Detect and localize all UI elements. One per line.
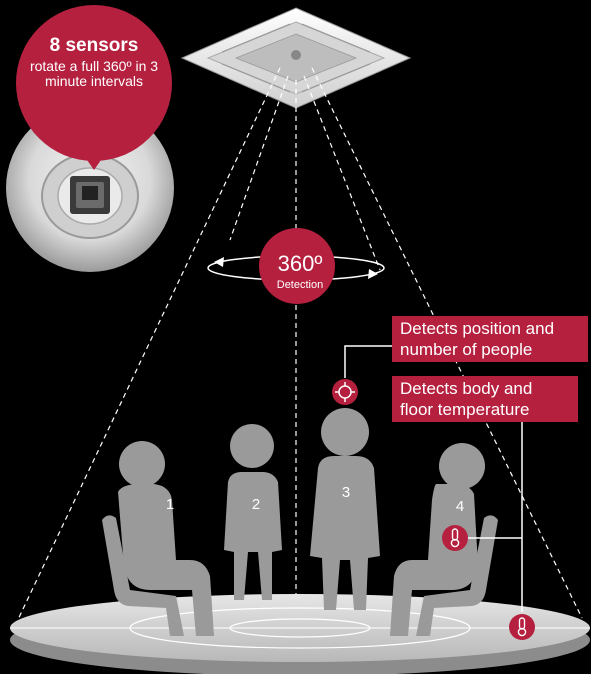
sensor-count-title: 8 sensors — [49, 35, 139, 56]
person-2-figure — [224, 424, 282, 600]
floor-disc — [10, 594, 590, 674]
callout-position: Detects position and number of people — [392, 316, 588, 362]
person-4-label: 4 — [455, 498, 465, 515]
sensor-bubble-text: 8 sensors rotate a full 360º in 3 minute… — [26, 35, 162, 90]
detection-value: 360º — [277, 251, 323, 276]
callout-temperature: Detects body and floor temperature — [392, 376, 578, 422]
detection-label: Detection — [276, 279, 324, 291]
thermometer-icon-body — [442, 525, 468, 551]
person-2-label: 2 — [251, 496, 261, 513]
air-conditioner-unit — [180, 7, 412, 109]
target-icon — [332, 379, 358, 405]
person-3-label: 3 — [341, 484, 351, 501]
detection-circle — [259, 228, 335, 304]
person-1-label: 1 — [165, 496, 175, 513]
connector-lines — [344, 345, 523, 612]
person-1-figure — [102, 441, 214, 636]
person-3-figure — [310, 408, 380, 610]
sensor-bubble — [16, 5, 172, 170]
thermometer-icon-floor — [509, 614, 535, 640]
person-4-figure — [390, 443, 498, 636]
sensor-rotation-subtitle: rotate a full 360º in 3 minute intervals — [29, 57, 159, 90]
